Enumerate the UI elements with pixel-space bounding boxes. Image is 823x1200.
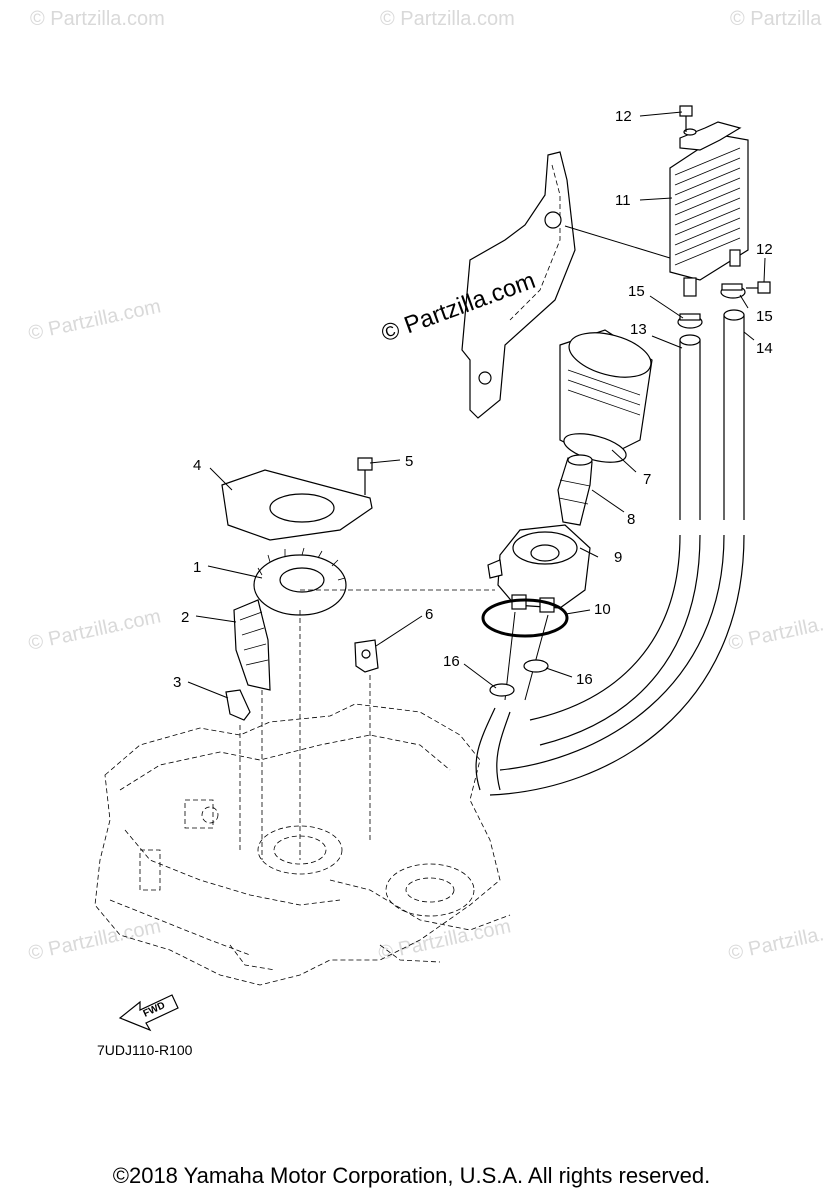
callout-6: 6 <box>425 606 433 623</box>
watermark: © Partzilla.com <box>726 605 823 655</box>
strainer <box>233 599 271 691</box>
clamp-16-left <box>489 683 515 697</box>
o-ring <box>481 598 569 638</box>
assembly-guides <box>239 589 495 860</box>
watermark: © Partzilla.com <box>26 605 162 655</box>
watermark: © Partzilla.com <box>26 915 162 965</box>
callout-1: 1 <box>193 559 201 576</box>
callout-12: 12 <box>756 241 773 258</box>
copyright-notice: ©2018 Yamaha Motor Corporation, U.S.A. A… <box>112 1163 711 1188</box>
bolt-12-right <box>746 281 771 294</box>
watermark: © Partzilla.com <box>26 295 162 345</box>
forward-arrow-icon: FWD <box>118 994 179 1032</box>
callout-14: 14 <box>756 340 773 357</box>
watermark: © Partzilla.com <box>730 8 823 30</box>
clamp-15-left <box>677 313 703 329</box>
gasket <box>225 689 251 721</box>
callout-11: 11 <box>615 192 631 209</box>
oil-cooler <box>564 121 749 297</box>
callout-8: 8 <box>627 511 635 528</box>
callout-13: 13 <box>630 321 647 338</box>
callout-15: 15 <box>756 308 773 325</box>
callout-5: 5 <box>405 453 413 470</box>
callout-16: 16 <box>576 671 593 688</box>
callout-3: 3 <box>173 674 181 691</box>
watermark: © Partzilla.com <box>30 8 165 30</box>
pump-rotor <box>253 547 347 616</box>
callout-15: 15 <box>628 283 645 300</box>
filter-housing <box>487 524 591 701</box>
hose-13-14 <box>475 309 745 796</box>
bolt-12-top <box>679 105 693 132</box>
watermark: © Partzilla.com <box>380 8 515 30</box>
watermark: © Partzilla.com <box>726 915 823 965</box>
callout-4: 4 <box>193 457 201 474</box>
union-bolt <box>557 454 593 526</box>
union-6 <box>354 639 379 673</box>
cooler-bracket <box>461 151 576 419</box>
callout-9: 9 <box>614 549 622 566</box>
diagram-code: 7UDJ110-R100 <box>97 1042 193 1058</box>
bolt-5 <box>357 457 373 495</box>
crankcase <box>94 703 511 986</box>
callout-2: 2 <box>181 609 189 626</box>
oil-filter <box>559 329 653 463</box>
callout-7: 7 <box>643 471 651 488</box>
callout-12: 12 <box>615 108 632 125</box>
leader-lines <box>187 111 766 699</box>
clamp-16-right <box>523 659 549 673</box>
callout-10: 10 <box>594 601 611 618</box>
clamp-15-right <box>720 283 746 299</box>
callout-labels: 12 11 12 15 15 13 14 4 5 7 8 9 1 10 2 6 … <box>173 108 773 691</box>
callout-16: 16 <box>443 653 460 670</box>
plate <box>221 469 373 541</box>
